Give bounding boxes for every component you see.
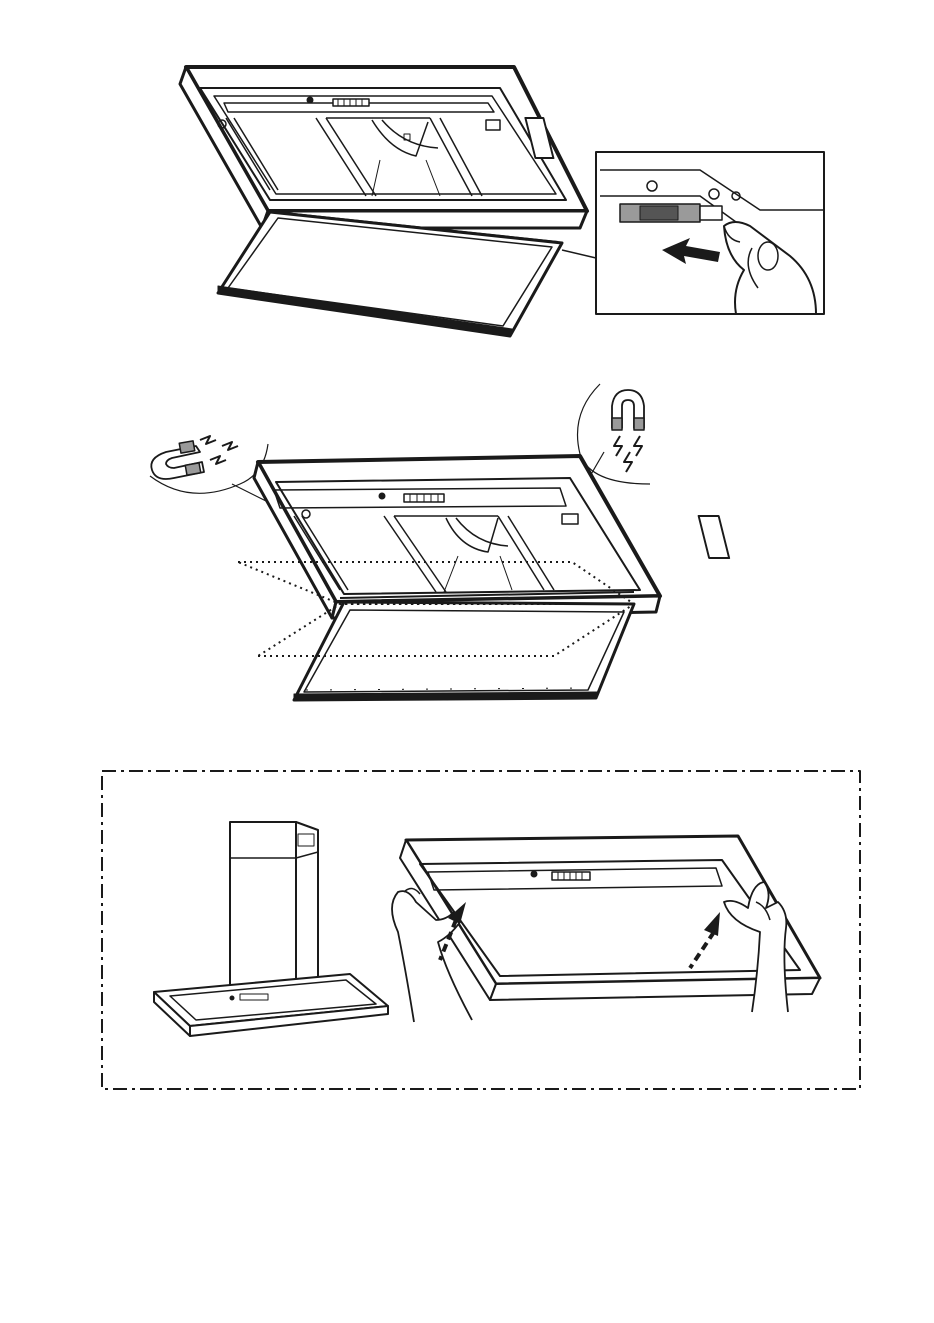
spark-icon <box>200 436 238 464</box>
hood-icon <box>180 67 587 228</box>
filter-panel-icon <box>218 212 562 336</box>
chimney-hood-icon <box>154 822 388 1036</box>
spark-icon <box>614 436 642 472</box>
magnet-icon <box>612 390 644 430</box>
filter-panel-icon <box>294 602 634 700</box>
magnet-icon <box>151 441 204 479</box>
figure-3 <box>102 771 860 1089</box>
hood-icon <box>254 456 729 618</box>
figure-1 <box>180 67 824 336</box>
figure-2 <box>150 384 729 700</box>
